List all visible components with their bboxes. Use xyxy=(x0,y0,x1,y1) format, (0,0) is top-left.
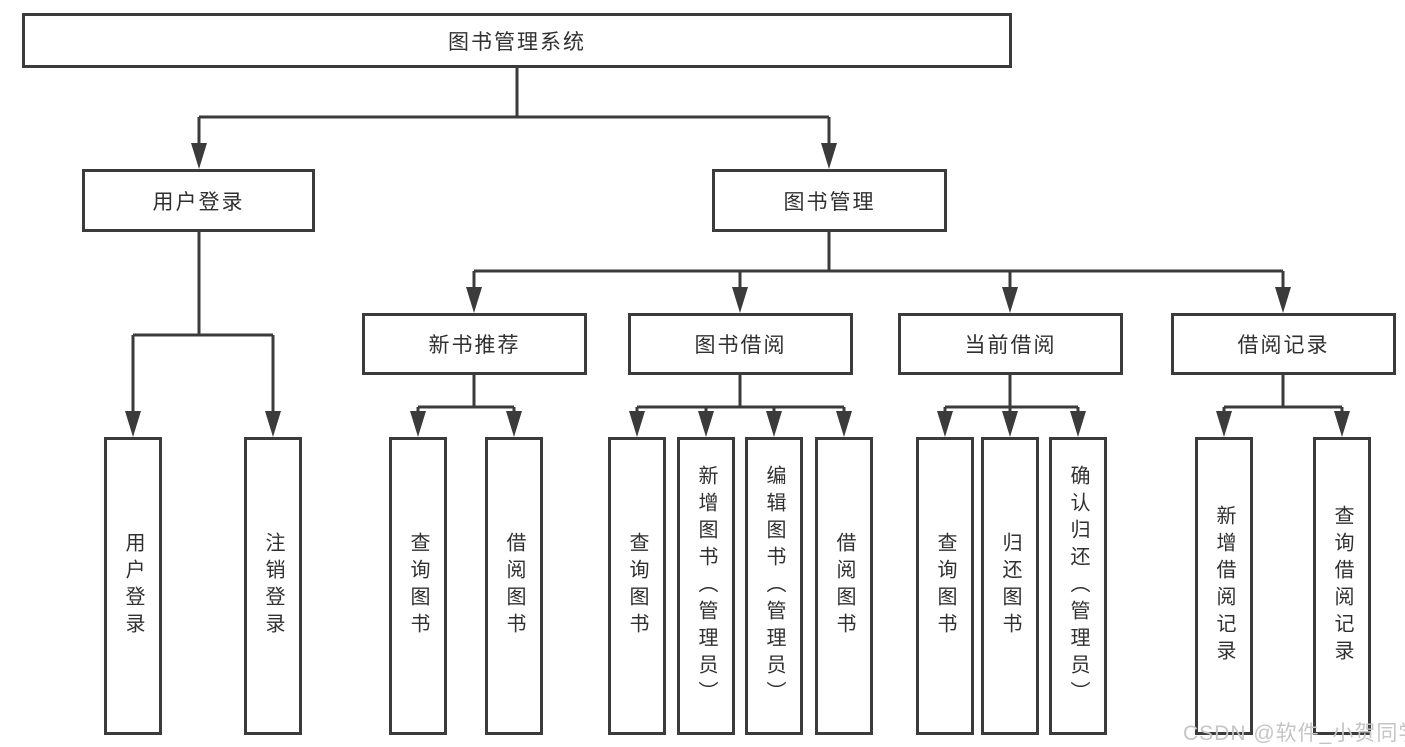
node-current-borrowing-label: 当前借阅 xyxy=(964,334,1057,357)
leaf-query-books-borrowing: 查询图书 xyxy=(608,437,666,735)
node-root-label: 图书管理系统 xyxy=(448,30,586,54)
leaf-logout-label: 注销登录 xyxy=(262,532,284,640)
leaf-confirm-return-admin: 确认归还（管理员） xyxy=(1049,437,1107,735)
node-current-borrowing: 当前借阅 xyxy=(898,313,1123,375)
node-book-management-label: 图书管理 xyxy=(783,190,876,214)
leaf-query-books-current-label: 查询图书 xyxy=(934,532,956,640)
leaf-borrow-books-recommend: 借阅图书 xyxy=(485,437,543,735)
leaf-logout: 注销登录 xyxy=(244,437,302,735)
leaf-borrow-books-label: 借阅图书 xyxy=(833,532,855,640)
leaf-query-books-borrowing-label: 查询图书 xyxy=(626,532,648,640)
leaf-user-login-label: 用户登录 xyxy=(122,532,144,640)
node-borrowing-records: 借阅记录 xyxy=(1171,313,1396,375)
node-borrowing-records-label: 借阅记录 xyxy=(1237,334,1330,357)
leaf-return-books: 归还图书 xyxy=(981,437,1039,735)
csdn-watermark: CSDN @软件_小贺同学 xyxy=(1183,722,1405,745)
leaf-edit-books-admin-label: 编辑图书（管理员） xyxy=(763,464,785,708)
node-new-book-recommend: 新书推荐 xyxy=(362,313,587,375)
leaf-query-books-recommend-label: 查询图书 xyxy=(407,532,429,640)
leaf-edit-books-admin: 编辑图书（管理员） xyxy=(745,437,803,735)
leaf-add-books-admin-label: 新增图书（管理员） xyxy=(695,464,717,708)
leaf-add-borrow-record-label: 新增借阅记录 xyxy=(1213,505,1235,667)
leaf-query-books-current: 查询图书 xyxy=(916,437,974,735)
leaf-query-borrow-record-label: 查询借阅记录 xyxy=(1331,505,1353,667)
node-user-login-label: 用户登录 xyxy=(152,190,245,214)
node-root: 图书管理系统 xyxy=(22,13,1012,68)
leaf-add-borrow-record: 新增借阅记录 xyxy=(1195,437,1253,735)
leaf-user-login: 用户登录 xyxy=(104,437,162,735)
node-book-borrowing: 图书借阅 xyxy=(628,313,853,375)
leaf-query-borrow-record: 查询借阅记录 xyxy=(1313,437,1371,735)
leaf-add-books-admin: 新增图书（管理员） xyxy=(677,437,735,735)
leaf-confirm-return-admin-label: 确认归还（管理员） xyxy=(1067,464,1089,708)
leaf-return-books-label: 归还图书 xyxy=(999,532,1021,640)
leaf-borrow-books: 借阅图书 xyxy=(815,437,873,735)
node-book-borrowing-label: 图书借阅 xyxy=(694,334,787,357)
node-user-login: 用户登录 xyxy=(82,169,315,232)
node-new-book-recommend-label: 新书推荐 xyxy=(428,334,521,357)
leaf-query-books-recommend: 查询图书 xyxy=(389,437,447,735)
node-book-management: 图书管理 xyxy=(712,169,947,232)
leaf-borrow-books-recommend-label: 借阅图书 xyxy=(503,532,525,640)
arrowheads xyxy=(125,143,1350,437)
